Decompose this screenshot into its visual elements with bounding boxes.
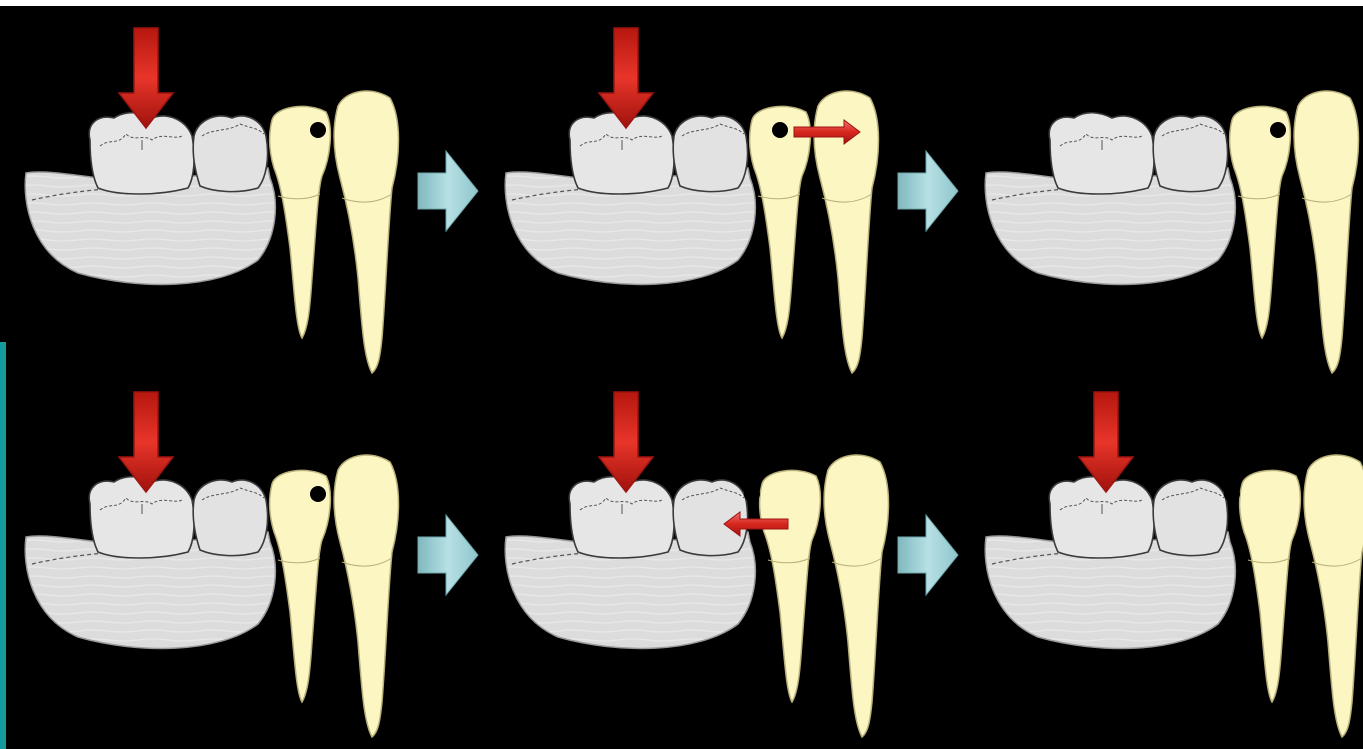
contact-point-dot-icon — [310, 486, 326, 502]
left-edge-bar — [0, 342, 6, 749]
molar-tooth — [569, 477, 674, 558]
second-molar-tooth — [1153, 480, 1227, 556]
molar-tooth — [1049, 477, 1154, 558]
molar-tooth — [89, 477, 194, 558]
molar-tooth — [1049, 113, 1154, 194]
contact-point-dot-icon — [1224, 486, 1240, 502]
second-molar-tooth — [193, 480, 267, 556]
molar-tooth — [569, 113, 674, 194]
second-molar-tooth — [1153, 116, 1227, 192]
contact-point-dot-icon — [744, 486, 760, 502]
contact-point-dot-icon — [310, 122, 326, 138]
top-edge-line — [0, 0, 1363, 6]
second-molar-tooth — [193, 116, 267, 192]
contact-point-dot-icon — [772, 122, 788, 138]
second-molar-tooth — [673, 116, 747, 192]
contact-point-dot-icon — [1270, 122, 1286, 138]
molar-tooth — [89, 113, 194, 194]
